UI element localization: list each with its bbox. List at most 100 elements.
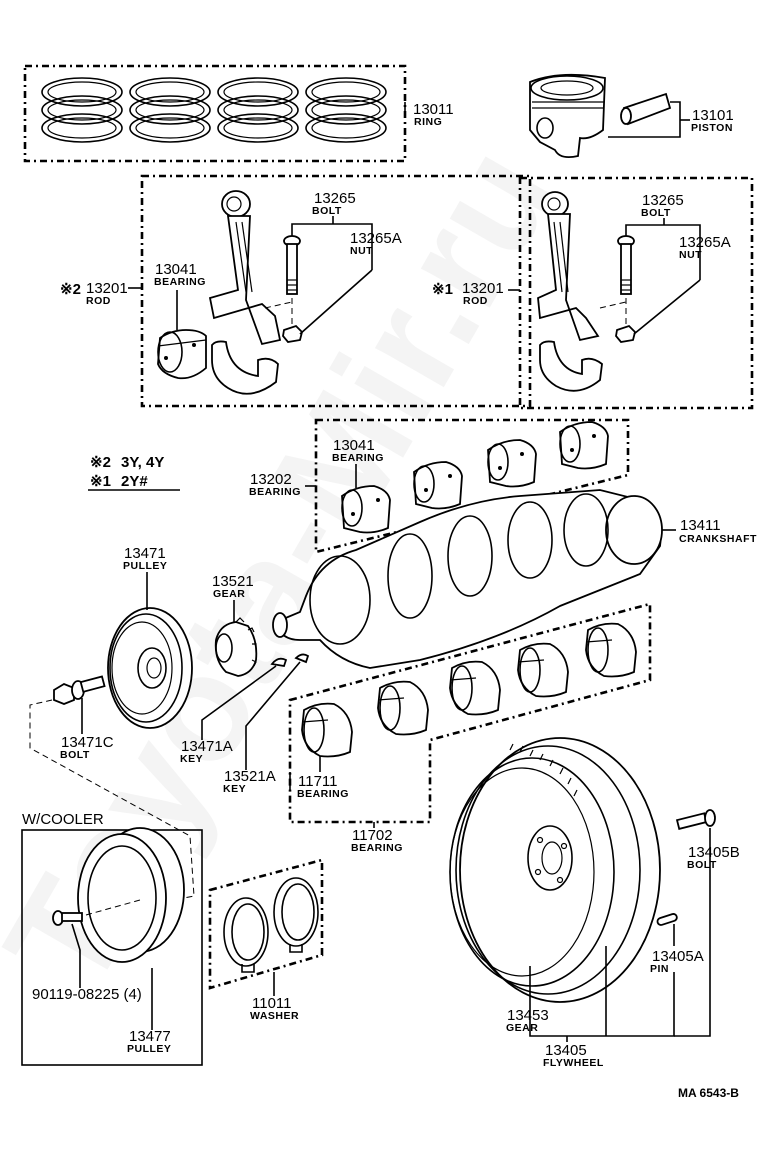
main-bearing-shell-3 <box>449 660 501 716</box>
rod-bearing-set-box <box>314 418 630 554</box>
rod-bearing-left-part-name: BEARING <box>154 276 206 288</box>
washer-part-number: 11011 <box>252 995 292 1012</box>
rod-bearing-set-part-number: 13202 <box>250 471 292 488</box>
rod-nut-right-part-number: 13265A <box>679 234 731 251</box>
crank-gear-part-name: GEAR <box>213 588 245 600</box>
ring-stack-1 <box>41 77 123 143</box>
rod-left-part-number: 13201 <box>86 280 128 297</box>
crankshaft-part-number: 13411 <box>680 517 721 534</box>
rod-bearing-left-part-number: 13041 <box>155 261 197 278</box>
with-cooler-heading: W/COOLER <box>22 811 104 828</box>
rod-assembly-left[interactable]: ※2 13201 ROD 13041 BEARING <box>60 174 532 408</box>
cooler-pulley-part-number: 13477 <box>129 1028 171 1045</box>
rod-right-prefix: ※1 <box>432 281 453 298</box>
gear-key-shape <box>294 653 310 664</box>
rod-right-part-number: 13201 <box>462 280 504 297</box>
crankshaft-flange <box>605 495 663 565</box>
crankshaft-part-name: CRANKSHAFT <box>679 533 757 545</box>
legend-note-2-text: 3Y, 4Y <box>121 454 164 471</box>
piston[interactable]: 13101 PISTON <box>529 73 734 159</box>
pulley-key-shape <box>270 657 288 668</box>
main-bearing-shell-1 <box>301 702 353 758</box>
main-bearing-part-number: 11711 <box>298 773 338 790</box>
rod-cap-right <box>539 340 603 392</box>
pulley-key-part-name: KEY <box>180 753 203 765</box>
ring-part-name: RING <box>414 116 442 128</box>
flywheel-pin-part-number: 13405A <box>652 948 704 965</box>
rod-bearing-shell-3 <box>487 439 537 488</box>
cooler-bolt-part-number: 90119-08225 (4) <box>32 986 142 1003</box>
rod-bolt-left <box>283 235 301 295</box>
rod-bolt-left-part-name: BOLT <box>312 205 342 217</box>
thrust-washer-2 <box>273 877 319 953</box>
pulley-bolt-head <box>53 682 75 705</box>
flywheel-hub <box>527 825 573 891</box>
washer-part-name: WASHER <box>250 1010 299 1022</box>
cooler-pulley-part-name: PULLEY <box>127 1043 171 1055</box>
gear-key-part-number: 13521A <box>224 768 276 785</box>
rod-bearing-shell-4 <box>559 421 609 470</box>
main-bearing-shell-4 <box>517 642 569 698</box>
with-cooler-group[interactable]: W/COOLER 90119-08225 (4) 13477 PULLEY <box>21 811 203 1066</box>
rod-bolt-left-leader <box>291 223 373 254</box>
main-bearing-shell-2 <box>377 680 429 736</box>
flywheel-bolt[interactable]: 13405B BOLT <box>675 809 740 871</box>
piston-pin <box>620 92 672 126</box>
rod-nut-right-part-name: NUT <box>679 249 702 261</box>
pulley-bolt-part-number: 13471C <box>61 734 114 751</box>
flywheel-pin-part-name: PIN <box>650 963 669 975</box>
thrust-washer-set[interactable]: 11011 WASHER <box>208 858 324 1022</box>
crank-gear-body <box>214 621 258 677</box>
cooler-pulley <box>77 827 185 963</box>
crank-pulley[interactable]: 13471 PULLEY <box>107 545 193 729</box>
ring-stack-4 <box>305 77 387 143</box>
rod-bearing-set[interactable]: 13202 BEARING 13041 BEARING <box>249 418 630 554</box>
ring-gear-leader <box>529 966 606 1037</box>
flywheel-bolt-part-name: BOLT <box>687 859 717 871</box>
flywheel-pin[interactable]: 13405A PIN <box>650 913 704 975</box>
rod-bearing-part-name: BEARING <box>332 452 384 464</box>
with-cooler-box <box>21 829 203 1066</box>
ring-gear-part-number: 13453 <box>507 1007 549 1024</box>
pulley-key[interactable]: 13471A KEY <box>180 657 288 765</box>
connecting-rod-left <box>208 190 282 346</box>
rod-nut-right <box>615 324 636 343</box>
rod-left-prefix: ※2 <box>60 281 81 298</box>
pulley-key-part-number: 13471A <box>181 738 233 755</box>
rod-bearing-shell-1 <box>341 485 391 534</box>
rod-bolt-left-part-number: 13265 <box>314 190 356 207</box>
crank-pulley-part-name: PULLEY <box>123 560 167 572</box>
flywheel-part-number: 13405 <box>545 1042 587 1059</box>
flywheel-outer <box>459 737 661 1003</box>
main-bearing-shell-5 <box>585 622 637 678</box>
rod-assembly-right[interactable]: ※1 13201 ROD 13265 BOLT <box>432 176 754 410</box>
flywheel-part-name: FLYWHEEL <box>543 1057 604 1069</box>
pulley-key-leader <box>201 665 277 740</box>
gear-key-part-name: KEY <box>223 783 246 795</box>
rod-bolt-right-leader <box>625 224 701 250</box>
flywheel[interactable]: 13453 GEAR 13405 FLYWHEEL <box>449 737 711 1069</box>
connecting-rod-right <box>537 191 600 342</box>
main-bearing-set-part-number: 11702 <box>352 827 393 844</box>
main-bearing-set[interactable]: 11702 BEARING 11711 BEARING <box>288 602 652 854</box>
main-bearing-part-name: BEARING <box>297 788 349 800</box>
ring-set[interactable]: 13011 RING <box>23 64 454 163</box>
crankshaft[interactable]: 13411 CRANKSHAFT <box>272 489 757 669</box>
legend-note-1-symbol: ※1 <box>90 473 111 490</box>
gear-key[interactable]: 13521A KEY <box>223 653 310 795</box>
rod-bolt-right-part-name: BOLT <box>641 207 671 219</box>
legend-note-2-symbol: ※2 <box>90 454 111 471</box>
illustration-code: MA 6543-B <box>678 1086 739 1100</box>
pulley-bolt[interactable]: 13471C BOLT <box>53 675 114 761</box>
rod-cap-left <box>211 340 279 395</box>
ring-part-number: 13011 <box>413 101 454 118</box>
rod-left-group-box <box>140 174 532 408</box>
ring-gear-part-name: GEAR <box>506 1022 538 1034</box>
rod-bearing-part-number: 13041 <box>333 437 375 454</box>
rod-nut-left <box>282 324 303 343</box>
washer-set-box <box>208 858 324 990</box>
crank-pulley-part-number: 13471 <box>124 545 166 562</box>
crank-gear[interactable]: 13521 GEAR <box>212 573 258 677</box>
thrust-washer-1 <box>223 897 269 973</box>
